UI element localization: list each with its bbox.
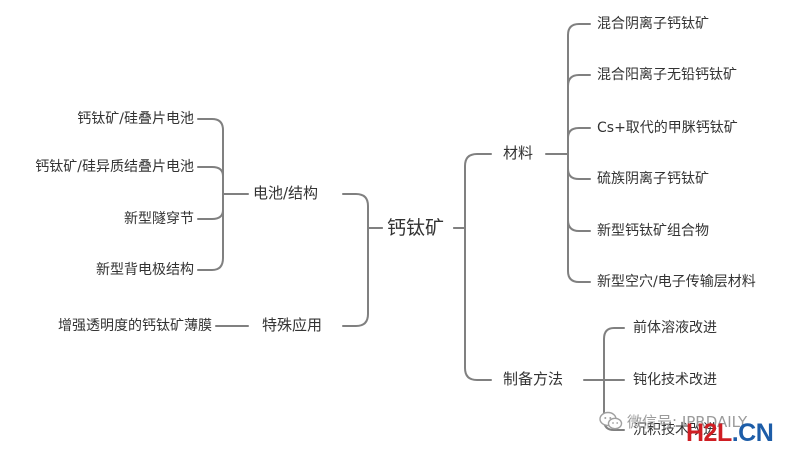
brand-logo: H2L.CN bbox=[686, 419, 774, 447]
branch-special-application: 特殊应用 bbox=[262, 316, 323, 334]
branch-materials: 材料 bbox=[503, 144, 534, 162]
connector-center-materials bbox=[453, 153, 492, 229]
connector-center-special bbox=[342, 227, 383, 327]
leaf-chalcogenide-anion: 硫族阴离子钙钛矿 bbox=[597, 171, 709, 187]
wechat-watermark: 微信号: IPRDAILY bbox=[599, 409, 747, 433]
leaf-mixed-anion: 混合阴离子钙钛矿 bbox=[597, 16, 709, 32]
wechat-icon bbox=[599, 411, 623, 430]
connector-battery-c2 bbox=[197, 166, 224, 195]
connector-battery-c3 bbox=[197, 193, 224, 220]
connector-materials-c6 bbox=[567, 153, 591, 283]
leaf-cs-substituted-fa: Cs+取代的甲脒钙钛矿 bbox=[597, 120, 738, 136]
leaf-passivation: 钝化技术改进 bbox=[633, 372, 717, 388]
brand-logo-part2: .CN bbox=[731, 419, 774, 447]
connector-center-methods bbox=[453, 227, 492, 381]
connector-materials-c3 bbox=[567, 127, 591, 155]
leaf-enhanced-transparency-film: 增强透明度的钙钛矿薄膜 bbox=[58, 318, 212, 334]
connector-center-battery bbox=[342, 193, 383, 229]
connector-battery-c4 bbox=[197, 193, 224, 271]
brand-logo-part1: H2L bbox=[686, 419, 732, 447]
connector-materials-c2 bbox=[567, 74, 591, 155]
leaf-precursor-solution: 前体溶液改进 bbox=[633, 320, 717, 336]
connector-materials-c4 bbox=[567, 153, 591, 180]
branch-battery-structure: 电池/结构 bbox=[253, 184, 319, 202]
leaf-perovskite-silicon-heterojunction-tandem: 钙钛矿/硅异质结叠片电池 bbox=[35, 159, 194, 175]
leaf-mixed-cation-lead-free: 混合阳离子无铅钙钛矿 bbox=[597, 67, 737, 83]
connector-battery-c1 bbox=[197, 118, 224, 195]
leaf-perovskite-silicon-tandem: 钙钛矿/硅叠片电池 bbox=[77, 111, 194, 127]
connector-methods-c1 bbox=[603, 327, 625, 381]
leaf-deposition: 沉积技术改进 bbox=[633, 422, 717, 438]
connector-materials-c5 bbox=[567, 153, 591, 232]
center-node: 钙钛矿 bbox=[387, 217, 445, 239]
branch-preparation-methods: 制备方法 bbox=[503, 370, 564, 388]
watermark-text: 微信号: IPRDAILY bbox=[627, 412, 748, 431]
leaf-new-back-electrode: 新型背电极结构 bbox=[96, 262, 194, 278]
connector-materials-c1 bbox=[567, 23, 591, 155]
leaf-new-transport-layer: 新型空穴/电子传输层材料 bbox=[597, 274, 756, 290]
leaf-new-tunnel-junction: 新型隧穿节 bbox=[124, 211, 194, 227]
leaf-new-composition: 新型钙钛矿组合物 bbox=[597, 223, 709, 239]
